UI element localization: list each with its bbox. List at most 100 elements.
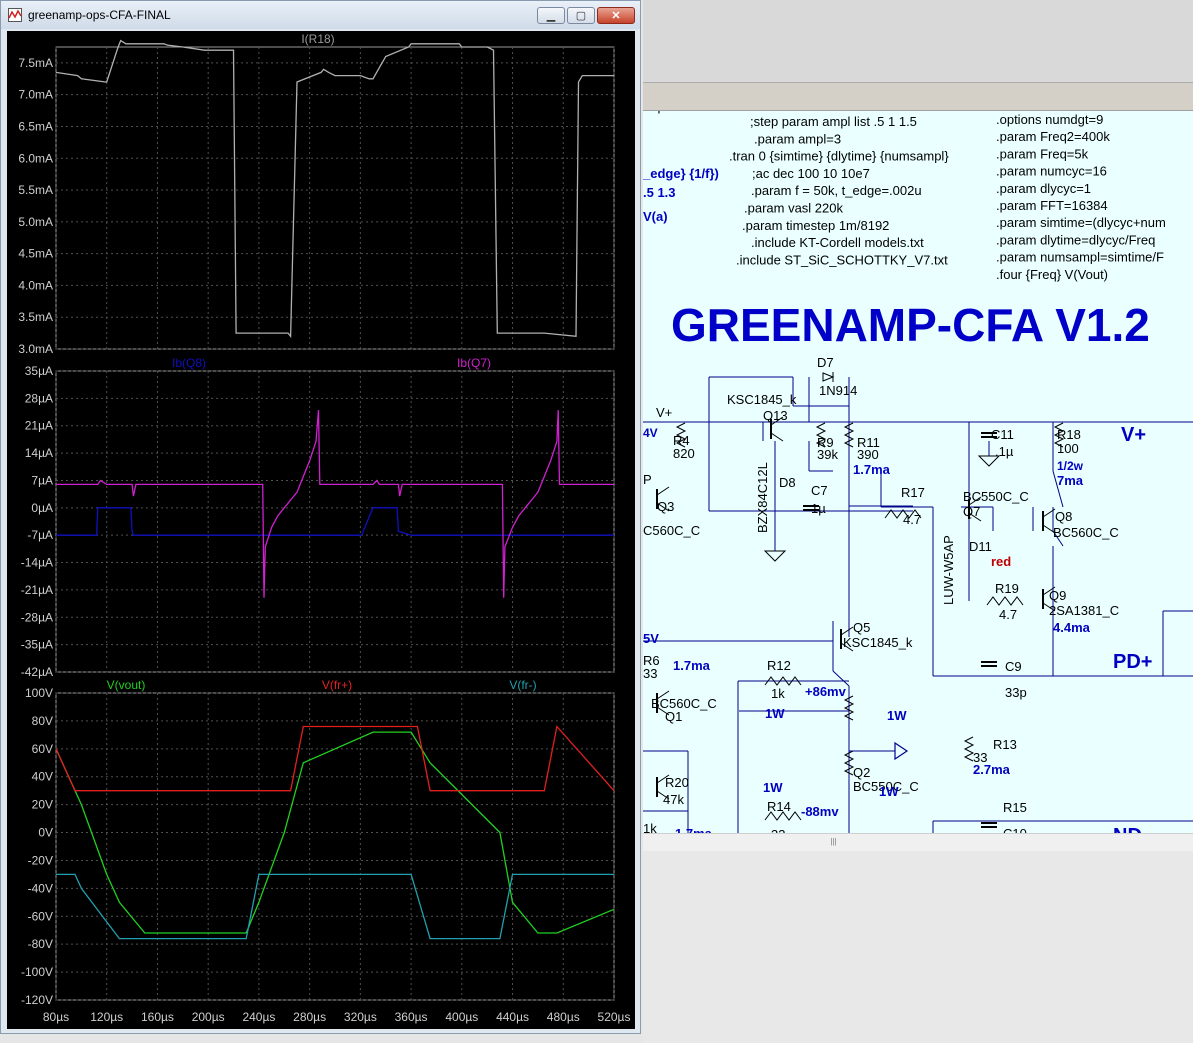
resistor-symbol xyxy=(963,736,975,762)
spice-directive: .param Freq2=400k xyxy=(996,129,1110,144)
output-port-arrow xyxy=(894,741,909,761)
annotation-label: 1.7ma xyxy=(673,658,711,673)
spice-directive: .tran 0 {simtime} {dlytime} {numsampl} xyxy=(729,149,949,164)
annotation-label: 4V xyxy=(643,426,658,440)
maximize-button[interactable]: ▢ xyxy=(567,7,595,24)
component-label: Q8 xyxy=(1055,509,1072,524)
schematic-wire xyxy=(1052,530,1064,547)
component-label: 100 xyxy=(1057,441,1079,456)
annotation-label: 2.7ma xyxy=(973,762,1011,777)
ground-symbol xyxy=(977,455,1001,467)
component-label: BC550C_C xyxy=(963,489,1029,504)
schematic-horizontal-scrollbar[interactable]: ||| xyxy=(643,833,1193,851)
component-label: KSC1845_k xyxy=(727,392,797,407)
component-label: BC560C_C xyxy=(651,696,717,711)
component-label: C10 xyxy=(1003,826,1027,834)
x-tick-label: 320µs xyxy=(344,1010,377,1024)
component-label: Q3 xyxy=(657,499,674,514)
spice-directive: .param dlycyc=1 xyxy=(996,181,1091,196)
close-button[interactable]: ✕ xyxy=(597,7,635,24)
window-titlebar[interactable]: greenamp-ops-CFA-FINAL ▁ ▢ ✕ xyxy=(1,1,640,29)
component-label: R14 xyxy=(767,799,791,814)
x-tick-label: 120µs xyxy=(90,1010,123,1024)
annotation-label: ND xyxy=(1113,825,1142,834)
component-label: R17 xyxy=(901,485,925,500)
component-label: Q9 xyxy=(1049,588,1066,603)
waveform-app-icon xyxy=(8,8,22,22)
y-tick-label: 7µA xyxy=(31,473,53,487)
y-tick-label: 6.5mA xyxy=(18,119,53,133)
plot-pane-3: 100V80V60V40V20V0V-20V-40V-60V-80V-100V-… xyxy=(21,678,615,1007)
transistor-collector xyxy=(968,496,982,506)
component-label: C560C_C xyxy=(643,523,700,538)
component-label: 4.7 xyxy=(999,607,1017,622)
y-tick-label: 60V xyxy=(32,742,53,756)
component-label: 1µ xyxy=(811,501,826,516)
plot-pane-1: 7.5mA7.0mA6.5mA6.0mA5.5mA5.0mA4.5mA4.0mA… xyxy=(18,32,615,356)
y-tick-label: -60V xyxy=(28,909,53,923)
annotation-label: 1W xyxy=(763,780,783,795)
spice-directive: .include ST_SiC_SCHOTTKY_V7.txt xyxy=(736,252,948,267)
component-label: .1µ xyxy=(995,444,1014,459)
scrollbar-thumb[interactable]: ||| xyxy=(830,837,837,846)
component-label: D7 xyxy=(817,355,834,370)
empty-workspace xyxy=(643,851,1193,1043)
annotation-label: -88mv xyxy=(801,804,839,819)
minimize-button[interactable]: ▁ xyxy=(537,7,565,24)
transistor-emitter xyxy=(1042,524,1056,534)
y-tick-label: 40V xyxy=(32,770,53,784)
schematic-wire xyxy=(832,670,850,687)
component-label: D8 xyxy=(779,475,796,490)
led-color-label: red xyxy=(991,554,1011,569)
schematic-canvas[interactable]: ;step param ampl list .5 1 1.5 .param amp… xyxy=(643,110,1193,834)
x-tick-label: 440µs xyxy=(496,1010,529,1024)
spice-directive: .param dlytime=dlycyc/Freq xyxy=(996,232,1155,247)
transistor-emitter xyxy=(840,642,854,652)
resistor-symbol xyxy=(815,422,827,448)
component-label: 390 xyxy=(857,447,879,462)
spice-directive: .param numsampl=simtime/F xyxy=(996,250,1164,265)
y-tick-label: -100V xyxy=(21,965,53,979)
schematic-drawing[interactable]: ;step param ampl list .5 1 1.5 .param amp… xyxy=(643,111,1193,834)
y-tick-label: -80V xyxy=(28,937,53,951)
component-label: 1k xyxy=(643,821,657,834)
transistor-emitter xyxy=(656,790,670,800)
component-label: C7 xyxy=(811,483,828,498)
component-label: R18 xyxy=(1057,427,1081,442)
spice-directive: ;step param ampl list .5 1 1.5 xyxy=(750,114,917,129)
component-label: R7 xyxy=(643,111,660,114)
component-label: Q2 xyxy=(853,765,870,780)
trace-label: V(vout) xyxy=(107,678,146,692)
component-label: R6 xyxy=(643,653,660,668)
annotation-label: 1W xyxy=(879,784,899,799)
y-tick-label: -35µA xyxy=(21,638,53,652)
annotation-label: 1/2w xyxy=(1057,459,1084,473)
trace-label: V(fr+) xyxy=(322,678,352,692)
schematic-window-top xyxy=(643,0,1193,82)
annotation-label: 1W xyxy=(765,706,785,721)
x-tick-label: 80µs xyxy=(43,1010,69,1024)
component-label: 33 xyxy=(643,666,657,681)
spice-directive: .param ampl=3 xyxy=(754,131,841,146)
trace-label: I(R18) xyxy=(301,32,334,46)
transistor-emitter xyxy=(968,512,982,522)
y-tick-label: -28µA xyxy=(21,610,53,624)
y-tick-label: 6.0mA xyxy=(18,151,53,165)
spice-directive: .four {Freq} V(Vout) xyxy=(996,267,1108,282)
y-tick-label: 100V xyxy=(25,686,53,700)
spice-directive: .param vasl 220k xyxy=(744,201,843,216)
y-tick-label: 20V xyxy=(32,798,53,812)
component-label: 4.7 xyxy=(903,512,921,527)
spice-directive: .include KT-Cordell models.txt xyxy=(751,235,924,250)
resistor-symbol xyxy=(764,676,802,686)
y-tick-label: 35µA xyxy=(25,364,53,378)
waveform-plots[interactable]: 7.5mA7.0mA6.5mA6.0mA5.5mA5.0mA4.5mA4.0mA… xyxy=(7,31,635,1029)
component-label: Q7 xyxy=(963,504,980,519)
y-tick-label: 7.5mA xyxy=(18,56,53,70)
annotation-label: V+ xyxy=(1121,424,1146,446)
spice-directive: .param Freq=5k xyxy=(996,146,1089,161)
transistor-emitter xyxy=(656,502,670,512)
trace-ib-q7- xyxy=(56,410,614,598)
